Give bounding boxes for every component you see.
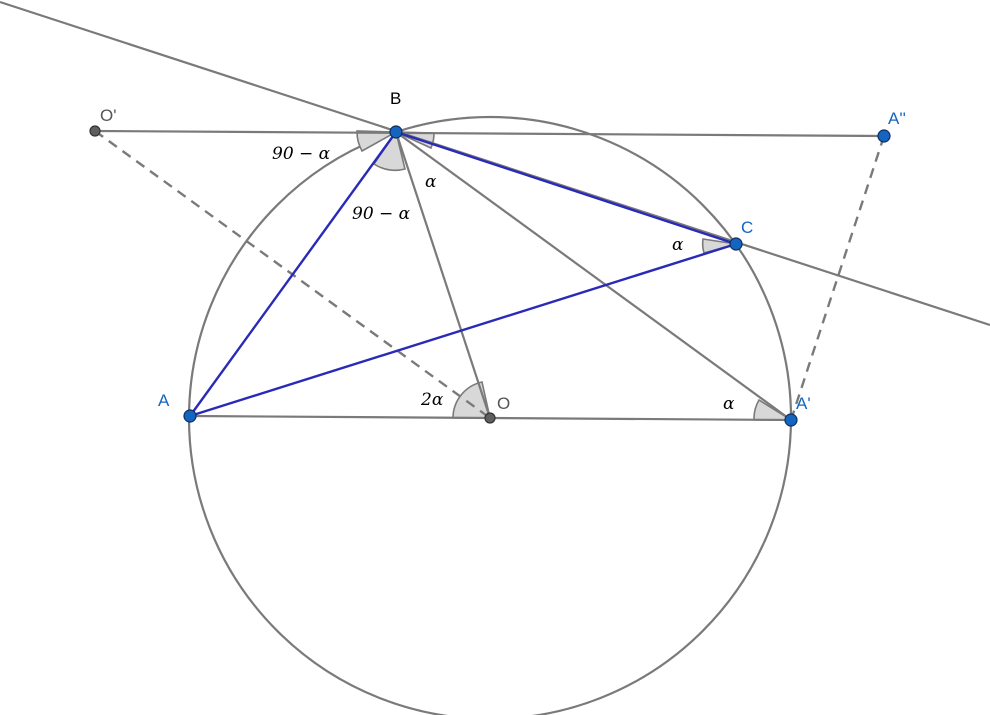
label-A2: A'' bbox=[888, 109, 906, 128]
point-A[interactable] bbox=[183, 409, 197, 423]
point-A1[interactable] bbox=[784, 413, 798, 427]
dashed-A2-A1 bbox=[789, 135, 886, 421]
side-AC bbox=[189, 242, 737, 418]
line-O1-A2 bbox=[94, 129, 885, 138]
angle-at-B-left bbox=[356, 130, 399, 153]
angle-label-B-alpha: α bbox=[425, 172, 437, 192]
angle-label-O: 2α bbox=[420, 390, 444, 410]
angle-label-A1: α bbox=[723, 394, 735, 414]
point-B[interactable] bbox=[389, 125, 403, 139]
angle-label-B-inner: 90 − α bbox=[352, 204, 411, 224]
point-O[interactable] bbox=[484, 412, 496, 424]
label-O1: O' bbox=[100, 106, 116, 125]
angle-label-B-left: 90 − α bbox=[272, 144, 331, 164]
point-A2[interactable] bbox=[877, 129, 891, 143]
point-O1[interactable] bbox=[89, 125, 101, 137]
point-C[interactable] bbox=[729, 237, 743, 251]
label-B: B bbox=[390, 89, 401, 108]
label-C: C bbox=[741, 218, 753, 237]
angle-label-C: α bbox=[672, 235, 684, 255]
side-BC bbox=[395, 130, 737, 246]
segment-BA1 bbox=[395, 131, 792, 421]
label-A: A bbox=[158, 391, 170, 410]
side-AB bbox=[189, 131, 397, 417]
label-A1: A' bbox=[796, 394, 811, 413]
label-O: O bbox=[497, 394, 510, 413]
segment-BO bbox=[394, 131, 492, 419]
